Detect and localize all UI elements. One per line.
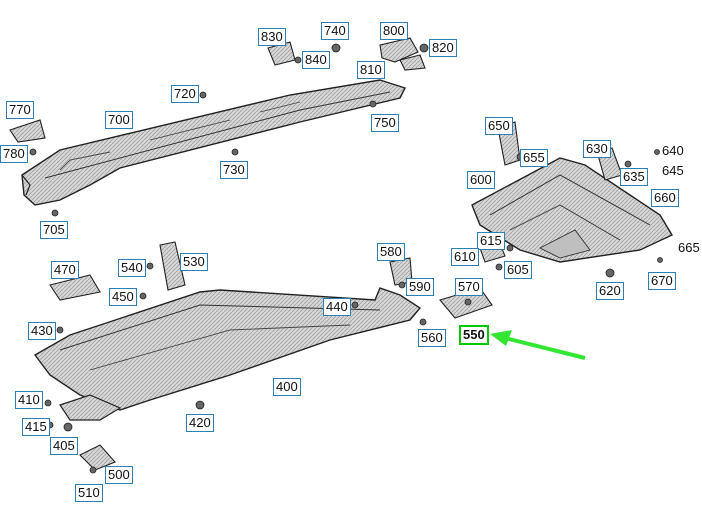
callout-550-highlighted: 550 (459, 325, 489, 345)
callout-635: 635 (620, 168, 648, 186)
callout-645: 645 (662, 163, 684, 178)
callout-615: 615 (477, 232, 505, 250)
callout-530: 530 (180, 253, 208, 271)
callout-705: 705 (40, 221, 68, 239)
callout-570: 570 (455, 278, 483, 296)
upper-underbody-panel (21, 79, 406, 206)
callout-670: 670 (648, 272, 676, 290)
callout-840: 840 (302, 51, 330, 69)
callout-660: 660 (651, 189, 679, 207)
callout-560: 560 (418, 329, 446, 347)
callout-415: 415 (22, 418, 50, 436)
callout-830: 830 (258, 28, 286, 46)
callout-590: 590 (406, 278, 434, 296)
callout-580: 580 (377, 243, 405, 261)
callout-430: 430 (28, 322, 56, 340)
callout-740: 740 (321, 22, 349, 40)
callout-770: 770 (6, 101, 34, 119)
callout-510: 510 (75, 484, 103, 502)
callout-450: 450 (109, 288, 137, 306)
callout-605: 605 (504, 261, 532, 279)
callout-440: 440 (323, 298, 351, 316)
callout-410: 410 (15, 391, 43, 409)
highlight-arrow (490, 330, 586, 360)
callout-610: 610 (451, 248, 479, 266)
lower-underbody-panel (33, 287, 422, 421)
callout-800: 800 (380, 22, 408, 40)
callout-665: 665 (678, 240, 700, 255)
callout-820: 820 (429, 39, 457, 57)
callout-630: 630 (583, 140, 611, 158)
callout-405: 405 (50, 437, 78, 455)
callout-540: 540 (118, 259, 146, 277)
callout-600: 600 (467, 171, 495, 189)
callout-730: 730 (220, 161, 248, 179)
callout-780: 780 (0, 145, 28, 163)
callout-655: 655 (520, 149, 548, 167)
callout-420: 420 (186, 414, 214, 432)
callout-650: 650 (485, 117, 513, 135)
callout-400: 400 (273, 378, 301, 396)
callout-640: 640 (662, 143, 684, 158)
callout-720: 720 (171, 85, 199, 103)
callout-750: 750 (371, 114, 399, 132)
fasteners (29, 43, 663, 474)
callout-700: 700 (105, 111, 133, 129)
callout-620: 620 (596, 282, 624, 300)
callout-810: 810 (357, 61, 385, 79)
callout-500: 500 (105, 466, 133, 484)
callout-470: 470 (51, 261, 79, 279)
